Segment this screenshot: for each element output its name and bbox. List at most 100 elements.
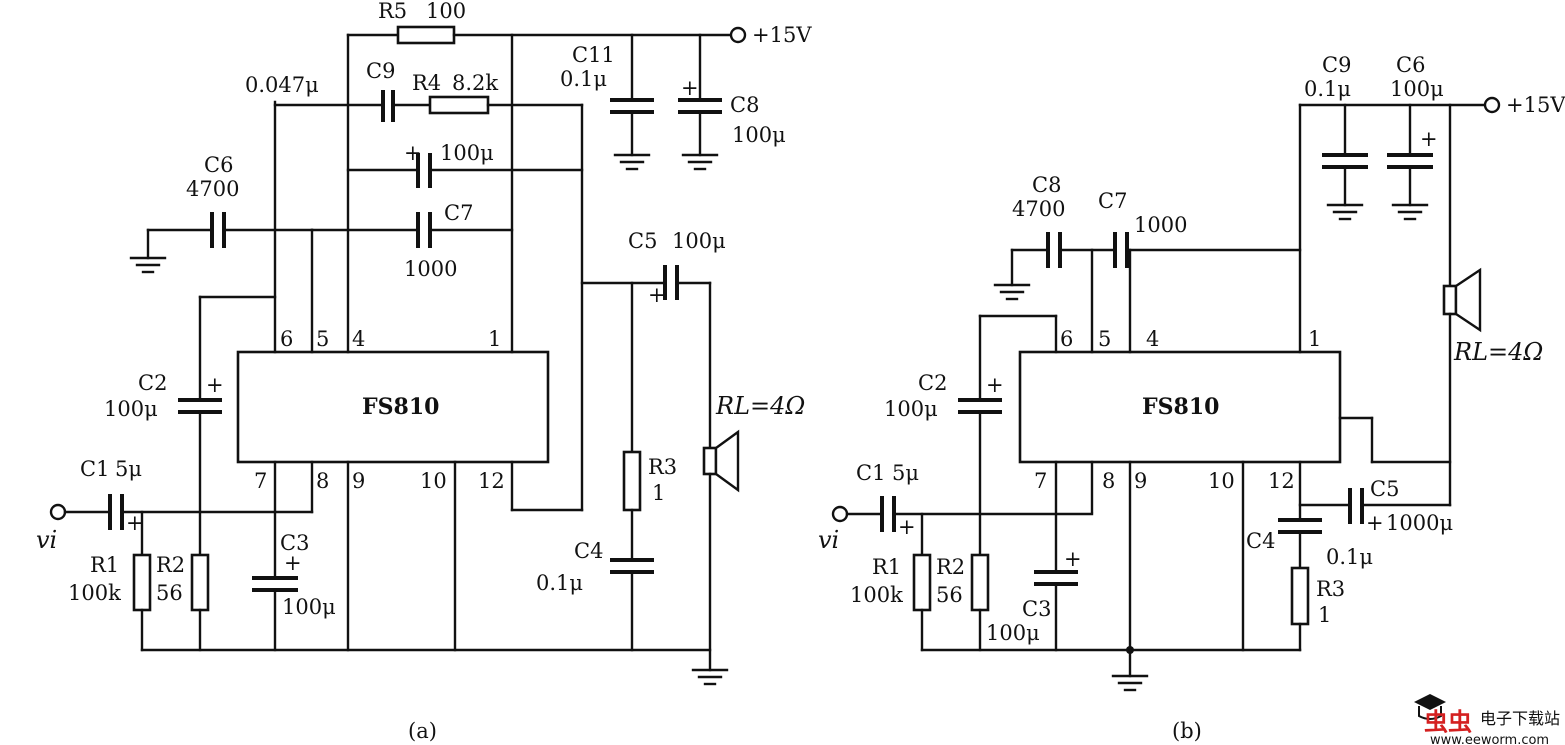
c3-name-b: C3: [1022, 597, 1051, 621]
ground-c6-b: [1391, 203, 1429, 221]
c6-name-a: C6: [204, 153, 233, 177]
c4-name-a: C4: [574, 539, 603, 563]
c9-value-a: 0.047μ: [245, 73, 319, 97]
resistor-r2-a: [190, 553, 210, 612]
c6-value-b: 100μ: [1390, 77, 1444, 101]
c2-value-b: 100μ: [884, 397, 938, 421]
speaker-b: [1442, 284, 1458, 316]
svg-text:+: +: [648, 283, 666, 307]
svg-text:虫虫: 虫虫: [1424, 708, 1472, 736]
c1-name-a: C1: [80, 457, 109, 481]
resistor-r5-a: [396, 25, 456, 45]
watermark-url: www.eeworm.com: [1430, 733, 1549, 745]
c11-value-a: 0.1μ: [560, 67, 607, 91]
c2-value-a: 100μ: [104, 397, 158, 421]
c8-value-b: 4700: [1012, 197, 1065, 221]
c11-name-a: C11: [572, 43, 615, 67]
r3-value-b: 1: [1318, 603, 1331, 627]
r2-name-a: R2: [156, 553, 185, 577]
c3-value-b: 100μ: [986, 621, 1040, 645]
pin-1-b: 1: [1308, 327, 1321, 351]
c4-name-b: C4: [1246, 529, 1275, 553]
pin-10-a: 10: [420, 469, 447, 493]
c1-value-b: 5μ: [892, 461, 919, 485]
caption-a: (a): [408, 719, 437, 743]
c10-value-a: 100μ: [440, 141, 494, 165]
svg-text:+: +: [1420, 127, 1438, 151]
resistor-r2-b: [970, 553, 990, 612]
c5-value-b: 1000μ: [1386, 511, 1453, 535]
c1-name-b: C1: [856, 461, 885, 485]
c5-name-a: C5: [628, 229, 657, 253]
pin-8-a: 8: [316, 469, 329, 493]
input-label-b: vi: [818, 526, 839, 554]
resistor-r3-b: [1290, 566, 1310, 626]
svg-text:+: +: [1366, 511, 1384, 535]
c7-value-b: 1000: [1134, 213, 1187, 237]
pin-10-b: 10: [1208, 469, 1235, 493]
r5-value-a: 100: [426, 0, 466, 23]
c6-name-b: C6: [1396, 53, 1425, 77]
r2-value-a: 56: [156, 581, 183, 605]
supply-label-b: +15V: [1506, 93, 1565, 117]
c8-value-a: 100μ: [732, 123, 786, 147]
c2-name-b: C2: [918, 371, 947, 395]
ground-c11-a: [613, 153, 651, 171]
supply-terminal-b: [1483, 96, 1501, 114]
pin-5-a: 5: [316, 327, 329, 351]
svg-text:+: +: [206, 373, 224, 397]
c1-value-a: 5μ: [115, 457, 142, 481]
ground-c6-a: [129, 256, 167, 274]
c5-name-b: C5: [1370, 477, 1399, 501]
svg-text:+: +: [126, 511, 144, 535]
r4-value-a: 8.2k: [452, 71, 498, 95]
resistor-r3-a: [622, 450, 642, 512]
pin-7-a: 7: [254, 469, 267, 493]
supply-label-a: +15V: [752, 23, 812, 47]
svg-text:+: +: [284, 551, 302, 575]
ic-fs810-b: [1018, 350, 1342, 464]
svg-text:+: +: [986, 373, 1004, 397]
pin-leads-a: [273, 33, 514, 652]
c5-value-a: 100μ: [672, 229, 726, 253]
c3-name-a: C3: [280, 531, 309, 555]
load-label-b: RL=4Ω: [1453, 338, 1543, 366]
c8-name-b: C8: [1032, 173, 1061, 197]
r2-value-b: 56: [936, 583, 963, 607]
watermark-name: 电子下载站: [1480, 709, 1560, 728]
diagram-b: FS810 6 5 4 1 7 8 9 10 12 +15V C9 0.1μ +…: [818, 53, 1565, 743]
c9-value-b: 0.1μ: [1304, 77, 1351, 101]
c8-name-a: C8: [730, 93, 759, 117]
pin-12-b: 12: [1268, 469, 1295, 493]
r3-name-a: R3: [648, 455, 677, 479]
speaker-a: [702, 446, 718, 476]
resistor-r1-a: [132, 553, 152, 612]
c9-name-a: C9: [366, 59, 395, 83]
supply-terminal-a: [729, 26, 747, 44]
pin-8-b: 8: [1102, 469, 1115, 493]
pin-1-a: 1: [488, 327, 501, 351]
ground-c9-b: [1326, 203, 1364, 221]
pin-5-b: 5: [1098, 327, 1111, 351]
pin-4-a: 4: [352, 327, 365, 351]
c4-value-a: 0.1μ: [536, 571, 583, 595]
r4-name-a: R4: [412, 71, 441, 95]
pin-9-b: 9: [1134, 469, 1147, 493]
input-label-a: vi: [36, 526, 57, 554]
c3-value-a: 100μ: [282, 595, 336, 619]
pin-12-a: 12: [478, 469, 505, 493]
svg-text:+: +: [404, 141, 422, 165]
c4-value-b: 0.1μ: [1326, 545, 1373, 569]
svg-text:+: +: [898, 515, 916, 539]
r3-value-a: 1: [652, 481, 665, 505]
svg-text:+: +: [1064, 547, 1082, 571]
r1-value-a: 100k: [68, 581, 121, 605]
pin-6-b: 6: [1060, 327, 1073, 351]
pin-9-a: 9: [352, 469, 365, 493]
c7-name-a: C7: [444, 201, 473, 225]
c2-name-a: C2: [138, 371, 167, 395]
resistor-r1-b: [912, 553, 932, 612]
r2-name-b: R2: [936, 555, 965, 579]
pin-7-b: 7: [1034, 469, 1047, 493]
